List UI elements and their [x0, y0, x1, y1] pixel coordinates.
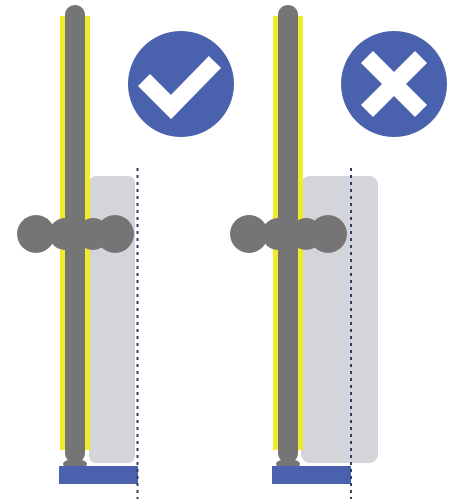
base-plate	[59, 466, 138, 484]
base-plate	[272, 466, 351, 484]
check-icon	[137, 55, 222, 120]
panel-incorrect	[230, 5, 447, 499]
cross-badge	[341, 31, 447, 137]
cross-icon	[360, 50, 428, 118]
check-badge	[128, 31, 234, 137]
door-knob	[17, 215, 134, 253]
door-knob	[230, 215, 347, 253]
panel-correct	[17, 5, 234, 499]
